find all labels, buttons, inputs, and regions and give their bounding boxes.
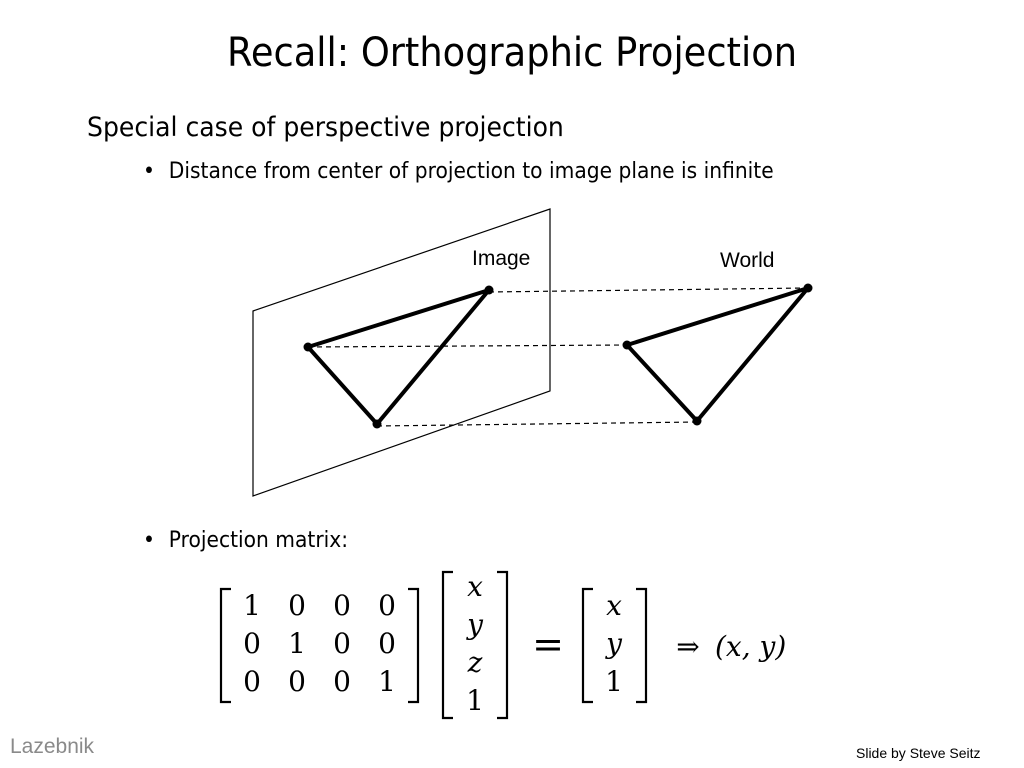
output-vector-entries: x y 1 xyxy=(604,589,623,698)
image-plane-label: Image xyxy=(472,247,530,270)
vector-cell: z xyxy=(467,646,483,679)
result-coordinates: (x, y) xyxy=(715,630,786,663)
matrix-cell: 0 xyxy=(288,665,306,698)
vertex-dot xyxy=(692,416,702,426)
vector-cell: y xyxy=(465,608,484,641)
matrix-cell: 0 xyxy=(243,627,261,660)
matrix-cell: 1 xyxy=(243,589,261,622)
matrix-brackets xyxy=(219,587,420,704)
vertex-dot xyxy=(484,285,494,295)
bullet-marker: • xyxy=(143,159,155,184)
projection-ray-top xyxy=(488,287,808,293)
image-triangle xyxy=(306,288,491,426)
input-vector-entries: x y z 1 xyxy=(465,570,484,717)
implies-arrow: ⇒ xyxy=(676,630,699,663)
bullet-marker: • xyxy=(143,528,155,553)
right-bracket xyxy=(497,570,509,720)
output-vector-brackets xyxy=(581,587,648,704)
right-bracket xyxy=(636,587,648,704)
equals-sign: = xyxy=(532,622,564,666)
left-bracket xyxy=(441,570,453,720)
matrix-cell: 0 xyxy=(378,627,396,660)
image-plane xyxy=(252,208,551,497)
left-bracket xyxy=(219,587,231,704)
right-bracket xyxy=(408,587,420,704)
bullet-text: Projection matrix: xyxy=(168,528,349,553)
bullet-text: Distance from center of projection to im… xyxy=(168,159,774,184)
bullet-item-projection-matrix: • Projection matrix: xyxy=(143,528,348,553)
projection-rays xyxy=(307,287,808,427)
matrix-cell: 0 xyxy=(243,665,261,698)
bullet-item-distance: • Distance from center of projection to i… xyxy=(143,159,774,184)
matrix-cell: 1 xyxy=(378,665,396,698)
footer-author: Lazebnik xyxy=(10,735,95,758)
world-label: World xyxy=(720,249,774,272)
slide-title: Recall: Orthographic Projection xyxy=(226,30,798,76)
matrix-cell: 0 xyxy=(333,665,351,698)
vector-cell: 1 xyxy=(466,684,484,717)
matrix-cell: 0 xyxy=(333,589,351,622)
matrix-cell: 1 xyxy=(288,627,306,660)
projection-ray-middle xyxy=(307,344,628,348)
vector-cell: x xyxy=(467,570,483,603)
triangle-vertices xyxy=(303,283,813,429)
left-bracket xyxy=(581,587,593,704)
world-triangle xyxy=(625,286,810,423)
slide-subtitle: Special case of perspective projection xyxy=(87,112,564,143)
vertex-dot xyxy=(303,342,313,352)
matrix-cell: 0 xyxy=(378,589,396,622)
vector-cell: 1 xyxy=(605,665,623,698)
matrix-cell: 0 xyxy=(333,627,351,660)
vertex-dot xyxy=(803,283,813,293)
vector-cell: x xyxy=(606,589,622,622)
vector-cell: y xyxy=(604,627,623,660)
vertex-dot xyxy=(372,419,382,429)
input-vector-brackets xyxy=(441,570,509,720)
matrix-cell: 0 xyxy=(288,589,306,622)
vertex-dot xyxy=(622,340,632,350)
matrix-entries: 1 0 0 0 0 1 0 0 0 0 0 1 xyxy=(243,589,396,698)
footer-credit: Slide by Steve Seitz xyxy=(856,745,981,761)
